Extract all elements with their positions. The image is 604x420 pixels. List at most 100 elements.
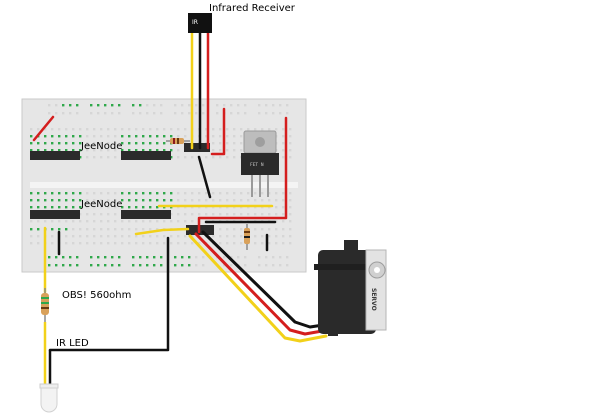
breadboard-hole <box>114 228 117 231</box>
breadboard-hole <box>177 156 180 159</box>
breadboard-hole <box>160 264 163 267</box>
breadboard-hole <box>289 228 292 231</box>
breadboard-hole <box>128 235 131 238</box>
breadboard-hole <box>275 128 278 131</box>
breadboard-hole <box>163 199 166 202</box>
breadboard-hole <box>286 112 289 115</box>
breadboard-top-rail <box>48 104 289 115</box>
breadboard-hole <box>191 192 194 195</box>
breadboard-hole <box>51 199 54 202</box>
breadboard-hole <box>146 104 149 107</box>
breadboard-hole <box>51 235 54 238</box>
breadboard-hole <box>153 104 156 107</box>
breadboard-hole <box>107 142 110 145</box>
breadboard-hole <box>65 128 68 131</box>
breadboard-hole <box>170 192 173 195</box>
breadboard-hole <box>100 220 103 223</box>
breadboard-hole <box>240 242 243 245</box>
breadboard-hole <box>86 220 89 223</box>
breadboard-hole <box>86 228 89 231</box>
breadboard-hole <box>69 264 72 267</box>
breadboard-hole <box>156 235 159 238</box>
breadboard-hole <box>244 112 247 115</box>
breadboard-hole <box>247 192 250 195</box>
breadboard-hole <box>135 128 138 131</box>
breadboard-hole <box>289 192 292 195</box>
breadboard-hole <box>212 199 215 202</box>
breadboard-hole <box>132 264 135 267</box>
breadboard-hole <box>107 199 110 202</box>
breadboard-hole <box>93 199 96 202</box>
breadboard-hole <box>132 104 135 107</box>
breadboard-hole <box>226 228 229 231</box>
breadboard-hole <box>72 242 75 245</box>
breadboard-hole <box>282 192 285 195</box>
breadboard-hole <box>79 156 82 159</box>
breadboard-hole <box>258 264 261 267</box>
breadboard-hole <box>86 149 89 152</box>
breadboard-hole <box>93 128 96 131</box>
servo-label: SERVO <box>370 288 377 311</box>
breadboard-hole <box>93 149 96 152</box>
breadboard-hole <box>177 135 180 138</box>
breadboard-hole <box>135 228 138 231</box>
breadboard-hole <box>233 235 236 238</box>
breadboard-hole <box>153 112 156 115</box>
breadboard-hole <box>282 149 285 152</box>
breadboard-hole <box>58 128 61 131</box>
breadboard-hole <box>282 135 285 138</box>
breadboard-hole <box>128 242 131 245</box>
breadboard-hole <box>107 228 110 231</box>
breadboard-hole <box>184 156 187 159</box>
breadboard-hole <box>55 104 58 107</box>
breadboard-hole <box>191 213 194 216</box>
breadboard-hole <box>51 142 54 145</box>
breadboard-hole <box>212 128 215 131</box>
breadboard-hole <box>128 206 131 209</box>
breadboard-hole <box>107 242 110 245</box>
breadboard-hole <box>114 135 117 138</box>
breadboard-hole <box>289 206 292 209</box>
breadboard-hole <box>128 149 131 152</box>
breadboard-hole <box>100 128 103 131</box>
breadboard-hole <box>219 142 222 145</box>
breadboard-hole <box>58 220 61 223</box>
breadboard-hole <box>219 128 222 131</box>
breadboard-hole <box>156 228 159 231</box>
breadboard-hole <box>198 213 201 216</box>
breadboard-hole <box>107 135 110 138</box>
breadboard-hole <box>79 206 82 209</box>
breadboard-hole <box>233 149 236 152</box>
breadboard-hole <box>121 220 124 223</box>
breadboard-hole <box>160 104 163 107</box>
breadboard-hole <box>128 128 131 131</box>
breadboard-hole <box>58 192 61 195</box>
breadboard-hole <box>195 264 198 267</box>
breadboard-hole <box>86 235 89 238</box>
breadboard-hole <box>30 242 33 245</box>
breadboard-hole <box>65 220 68 223</box>
breadboard-hole <box>69 256 72 259</box>
breadboard-hole <box>118 256 121 259</box>
breadboard-hole <box>111 264 114 267</box>
breadboard-hole <box>90 256 93 259</box>
breadboard-hole <box>114 242 117 245</box>
breadboard-hole <box>135 235 138 238</box>
breadboard-hole <box>107 128 110 131</box>
breadboard-hole <box>79 192 82 195</box>
breadboard-hole <box>104 264 107 267</box>
breadboard-hole <box>121 199 124 202</box>
breadboard-hole <box>191 199 194 202</box>
breadboard-hole <box>149 206 152 209</box>
breadboard-hole <box>275 213 278 216</box>
breadboard-hole <box>58 149 61 152</box>
breadboard-hole <box>289 242 292 245</box>
breadboard-hole <box>219 149 222 152</box>
breadboard-hole <box>86 199 89 202</box>
breadboard-hole <box>163 135 166 138</box>
breadboard-hole <box>205 192 208 195</box>
breadboard-hole <box>265 112 268 115</box>
breadboard-hole <box>121 128 124 131</box>
breadboard-hole <box>212 213 215 216</box>
breadboard-hole <box>128 135 131 138</box>
